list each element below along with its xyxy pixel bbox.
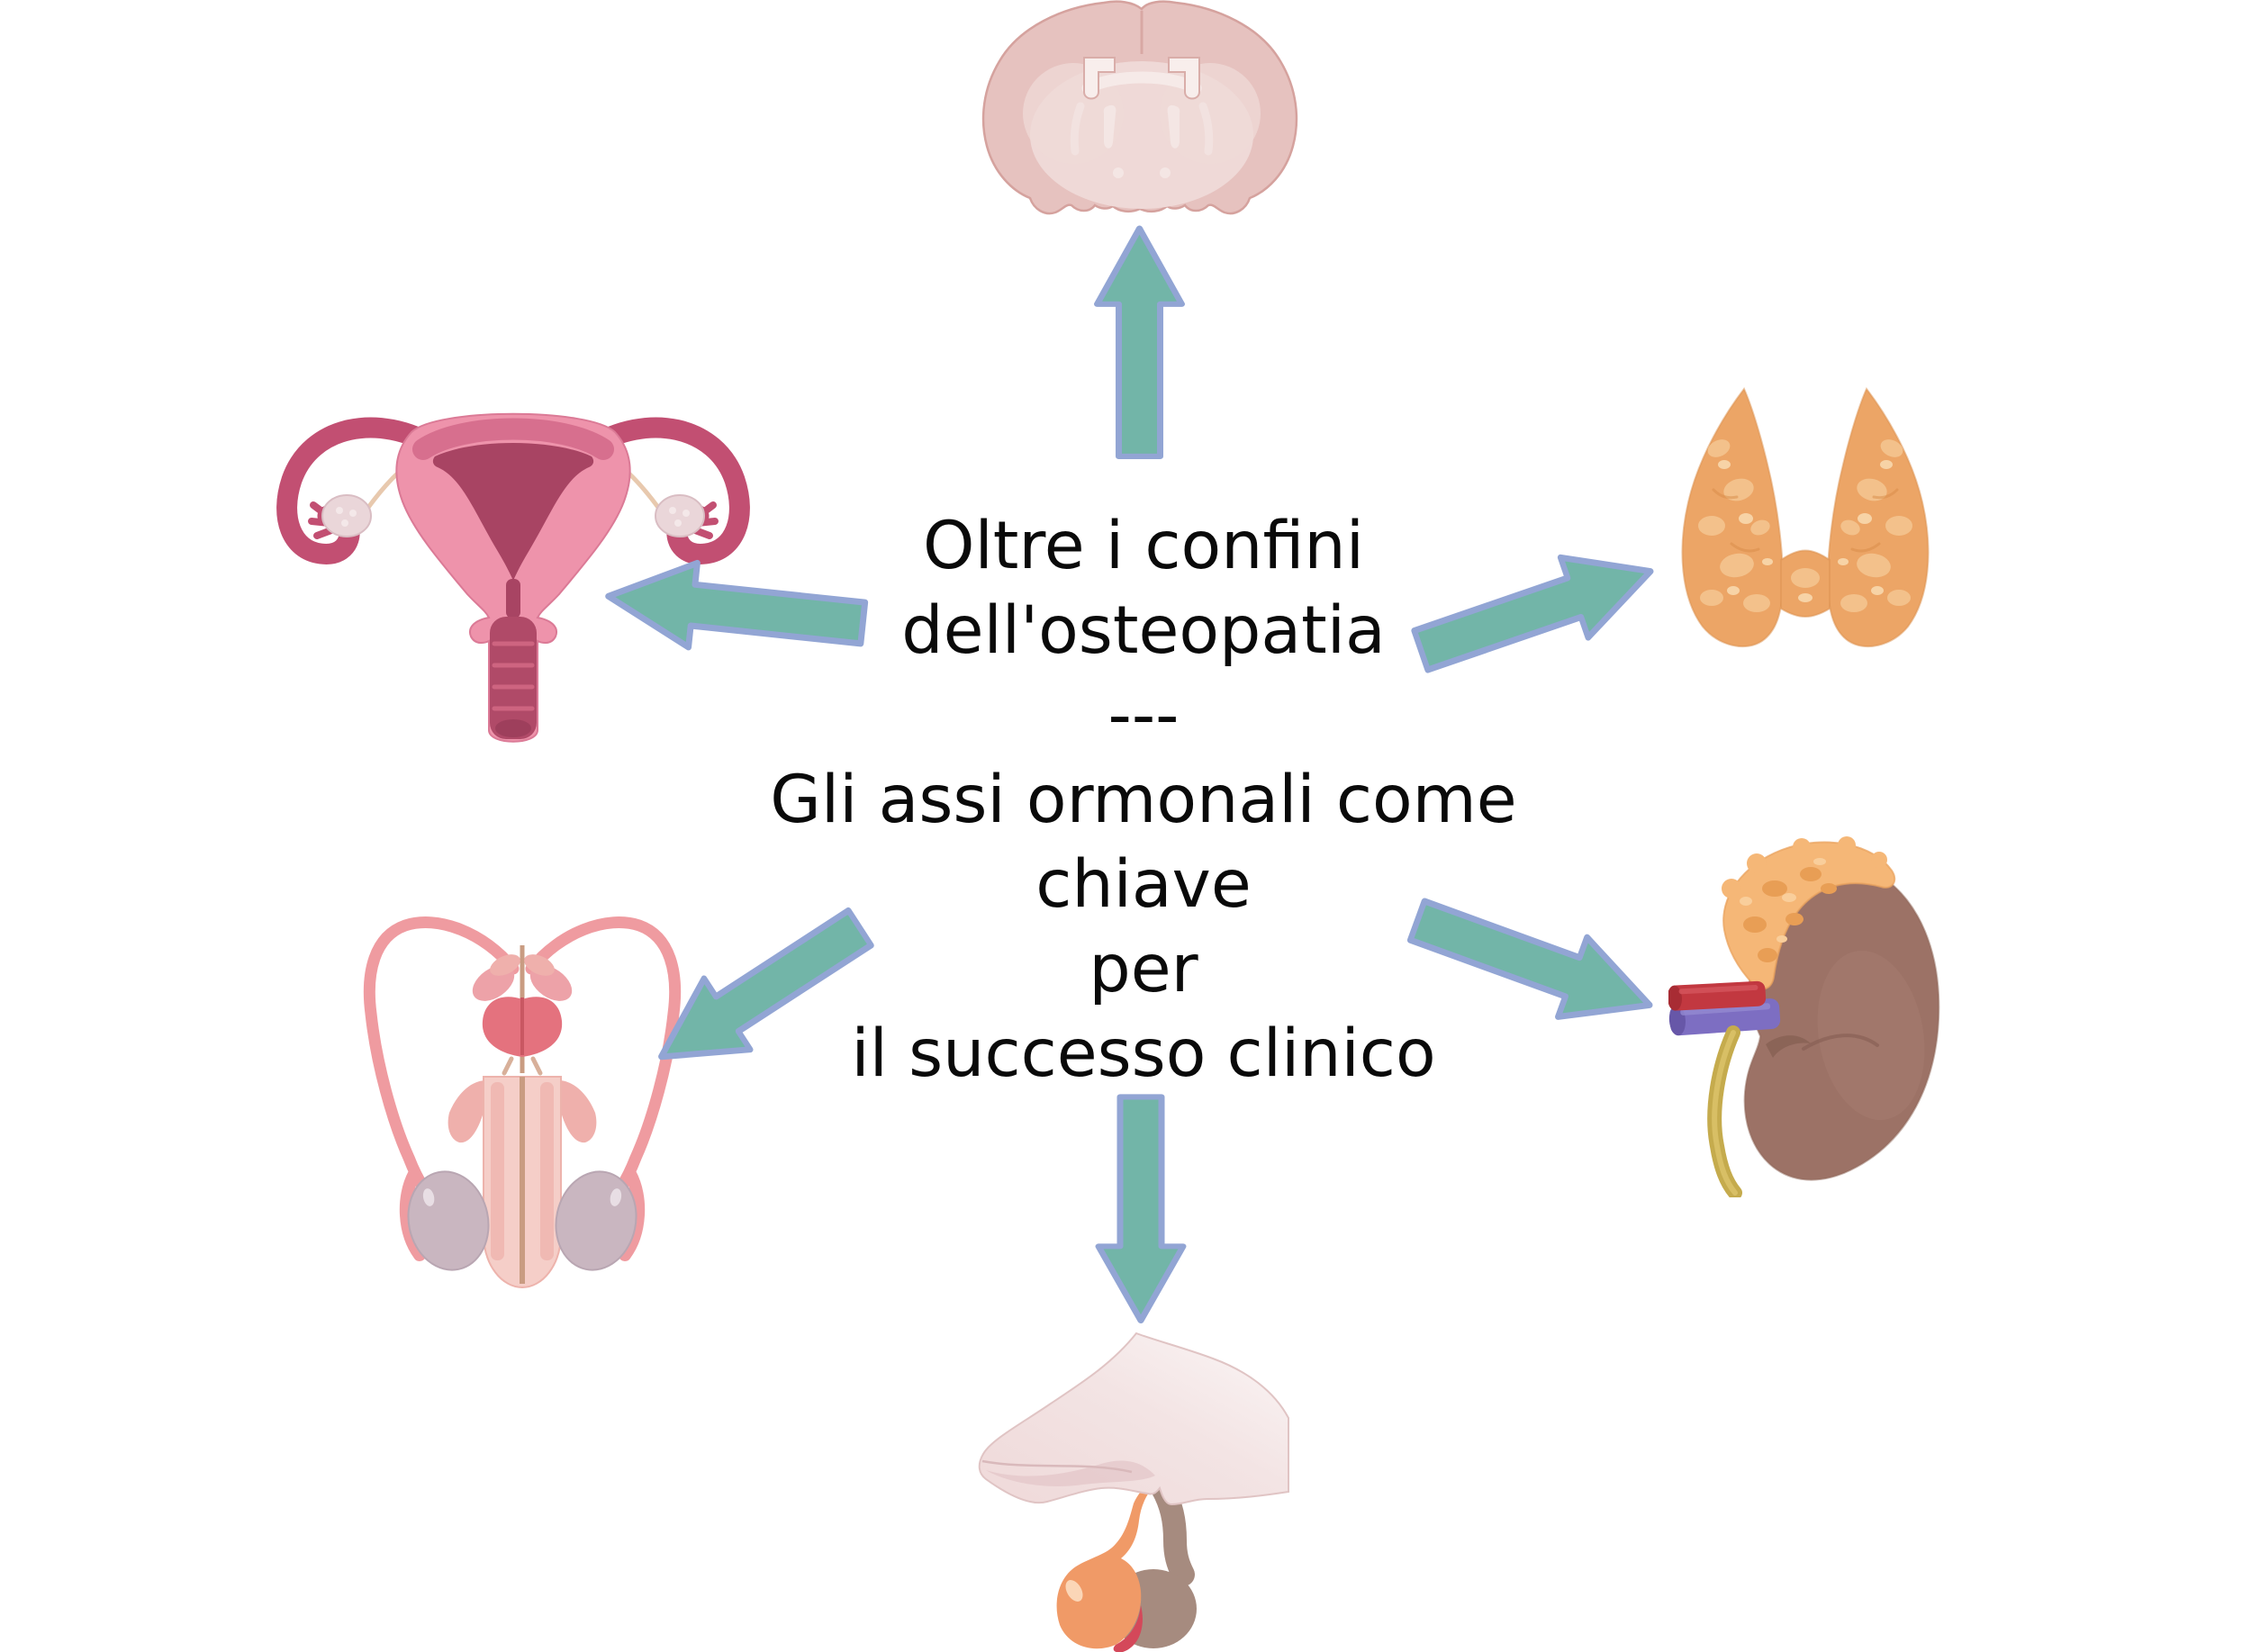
ovary-left — [321, 494, 372, 537]
arrow-to-brain — [1094, 225, 1185, 460]
hypothalamus-tissue — [978, 1332, 1289, 1506]
arrow-to-thyroid — [1411, 554, 1654, 673]
uterus-icon — [276, 412, 750, 743]
ureter — [1707, 1025, 1742, 1197]
arrow-to-uterus — [605, 559, 869, 651]
brain-coronal-section-icon — [981, 0, 1298, 215]
anterior-pituitary — [1056, 1483, 1157, 1649]
center-title-line: Oltre i confini — [923, 508, 1364, 584]
arrow-to-male-reproductive — [658, 907, 874, 1061]
ovary-right — [655, 494, 705, 537]
center-title-line: Gli assi ormonali come — [770, 762, 1517, 838]
male-reproductive-icon — [363, 916, 682, 1289]
arrow-to-pituitary — [1095, 1094, 1187, 1323]
thyroid-gland-illustration — [1659, 382, 1951, 664]
brain-illustration — [972, 0, 1307, 221]
thyroid-lobe-right — [1826, 387, 1930, 648]
arrow-to-kidney — [1406, 898, 1653, 1020]
kidney-adrenal-illustration — [1668, 833, 1967, 1197]
center-title-line: il successo clinico — [851, 1016, 1436, 1092]
renal-artery — [1668, 980, 1767, 1011]
testis-right — [555, 1170, 637, 1271]
pituitary-gland-illustration — [977, 1328, 1292, 1652]
lateral-ventricle-right — [1168, 57, 1200, 100]
center-title-line: chiave — [1035, 846, 1252, 923]
pituitary-icon — [978, 1332, 1289, 1652]
vas-deferens — [363, 916, 682, 1220]
thyroid-lobe-left — [1681, 387, 1785, 648]
center-title-line: --- — [1107, 677, 1180, 754]
male-reproductive-system-illustration — [358, 882, 686, 1304]
lateral-ventricle-left — [1083, 57, 1116, 100]
kidney-icon — [1668, 836, 1940, 1197]
thyroid-icon — [1681, 387, 1930, 648]
female-reproductive-system-illustration — [261, 374, 765, 752]
center-title-line: dell'osteopatia — [901, 592, 1386, 669]
center-title: Oltre i confini dell'osteopatia --- Gli … — [513, 504, 1774, 1097]
uterine-cavity — [432, 443, 594, 581]
testis-left — [407, 1170, 490, 1271]
center-title-line: per — [1089, 931, 1198, 1007]
